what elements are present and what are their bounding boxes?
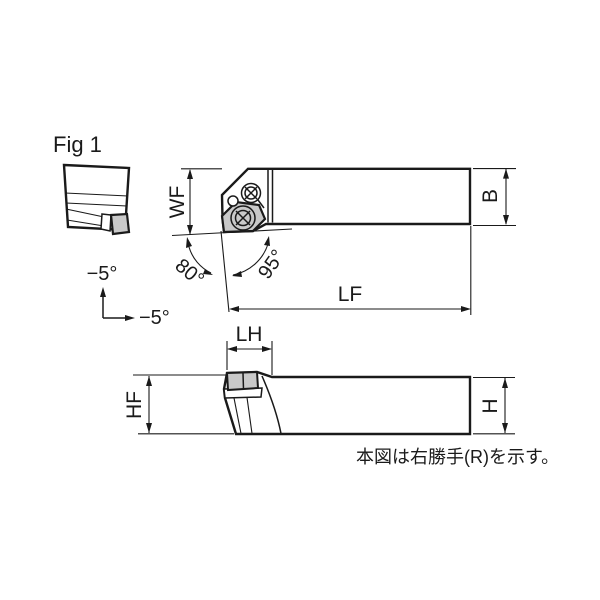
top-view-transition-curve xyxy=(261,375,282,434)
arc-arrowhead-icon xyxy=(186,237,192,248)
dimension-b: B xyxy=(473,168,516,227)
edge-extension-line-horizontal xyxy=(171,228,293,237)
end-view-clamp-outline xyxy=(100,213,112,232)
figure-title: Fig 1 xyxy=(53,132,102,157)
up-arrowhead-icon xyxy=(100,287,106,297)
arc-arrowhead-icon xyxy=(203,269,213,275)
end-view-insert xyxy=(109,212,131,236)
clamp-screw-icon xyxy=(240,182,262,204)
dim-hf-label: HF xyxy=(123,391,146,419)
right-arrowhead-icon xyxy=(125,315,135,321)
dimension-lf: LF xyxy=(229,226,472,315)
end-view xyxy=(62,163,131,236)
angle-arc-80 xyxy=(188,246,212,274)
clamp-slot-line xyxy=(257,199,265,209)
dim-b-label: B xyxy=(479,189,502,203)
clamp-hook-icon xyxy=(227,195,239,207)
end-view-edge-line-2 xyxy=(65,202,128,207)
dim-wf-label: WF xyxy=(166,186,189,219)
dimension-lh: LH xyxy=(226,323,273,375)
top-view-insert-divider xyxy=(242,372,245,390)
edge-extension-line-vertical xyxy=(220,230,230,313)
dimension-wf: WF xyxy=(166,168,222,235)
rake-angle-annotation: −5° −5° xyxy=(87,263,170,329)
side-view: 80° 95° WF B LF xyxy=(166,167,516,315)
rake-angle-back-label: −5° xyxy=(87,263,118,285)
arc-arrowhead-icon xyxy=(232,271,242,277)
dim-h-label: H xyxy=(479,398,502,413)
end-view-pocket-line-2 xyxy=(66,219,105,227)
rake-angle-side-label: −5° xyxy=(139,307,170,329)
dim-lf-label: LF xyxy=(338,283,363,306)
top-view: LH HF H xyxy=(123,323,515,436)
hand-direction-note: 本図は右勝手(R)を示す。 xyxy=(356,447,559,467)
angle-95-label: 95° xyxy=(254,246,289,283)
top-view-head-line-2 xyxy=(246,397,253,434)
insert-screw-icon xyxy=(230,205,256,231)
top-view-head-line-1 xyxy=(233,397,242,434)
dimension-h: H xyxy=(473,376,515,435)
dim-lh-label: LH xyxy=(236,323,263,346)
arc-arrowhead-icon xyxy=(264,236,270,246)
end-view-pocket-line-1 xyxy=(65,208,105,218)
dimension-hf: HF xyxy=(123,374,234,435)
end-view-edge-line-1 xyxy=(64,192,129,197)
angle-80-label: 80° xyxy=(171,255,208,291)
top-view-holder-outline xyxy=(222,370,472,436)
